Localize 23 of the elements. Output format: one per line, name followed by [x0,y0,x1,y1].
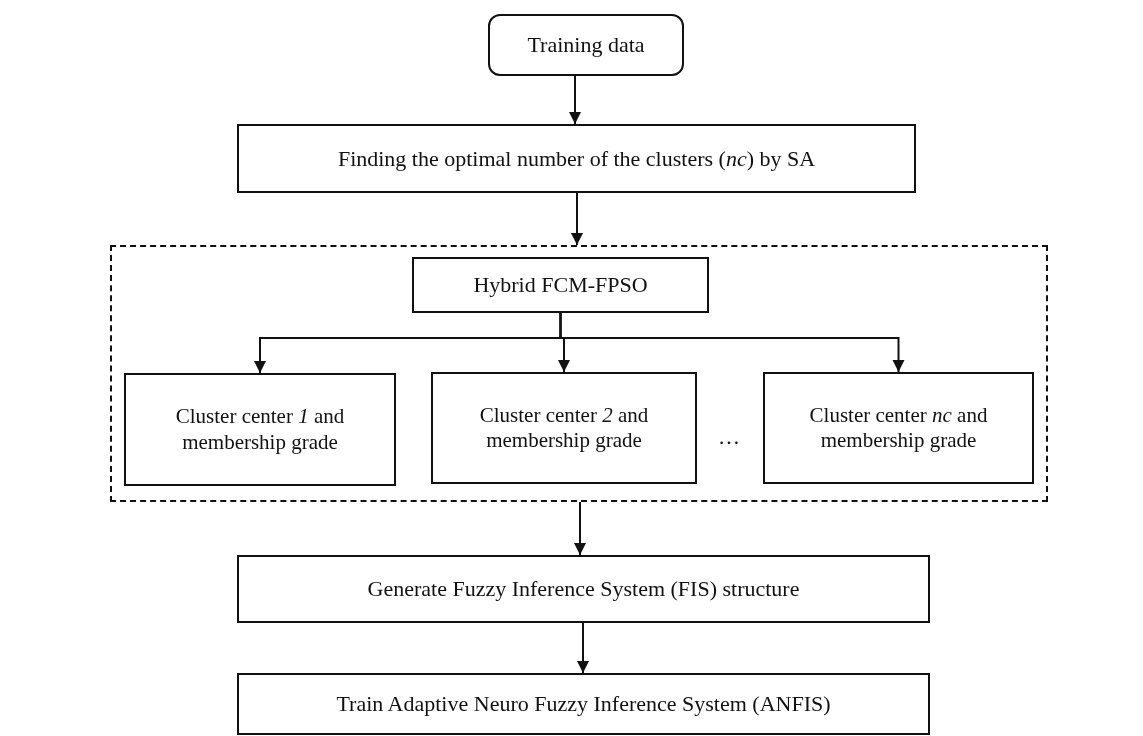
process-box [237,673,930,735]
process-box [124,373,396,486]
process-box [763,372,1034,484]
arrow [569,75,581,125]
process-box [412,257,709,313]
box-text: Cluster center nc and membership grade [808,402,989,454]
process-box [237,124,916,193]
process-box [431,372,697,484]
box-text: Cluster center 1 and membership grade [174,404,346,455]
box-text: Generate Fuzzy Inference System (FIS) structure [367,575,800,603]
arrow [571,192,583,246]
box-text: Cluster center 2 and membership grade [478,402,650,454]
box-text: Hybrid FCM-FPSO [473,271,648,299]
box-text: Training data [527,31,645,59]
start-box [488,14,684,76]
box-text: Finding the optimal number of the clusters (nc) by SA [337,144,816,173]
arrow [574,501,586,556]
arrow [577,622,589,674]
ellipsis-text: … [718,424,740,450]
dashed-group-box [110,245,1048,502]
arrow [559,312,905,373]
process-box [237,555,930,623]
box-text: Train Adaptive Neuro Fuzzy Inference System (ANFIS) [336,690,831,718]
